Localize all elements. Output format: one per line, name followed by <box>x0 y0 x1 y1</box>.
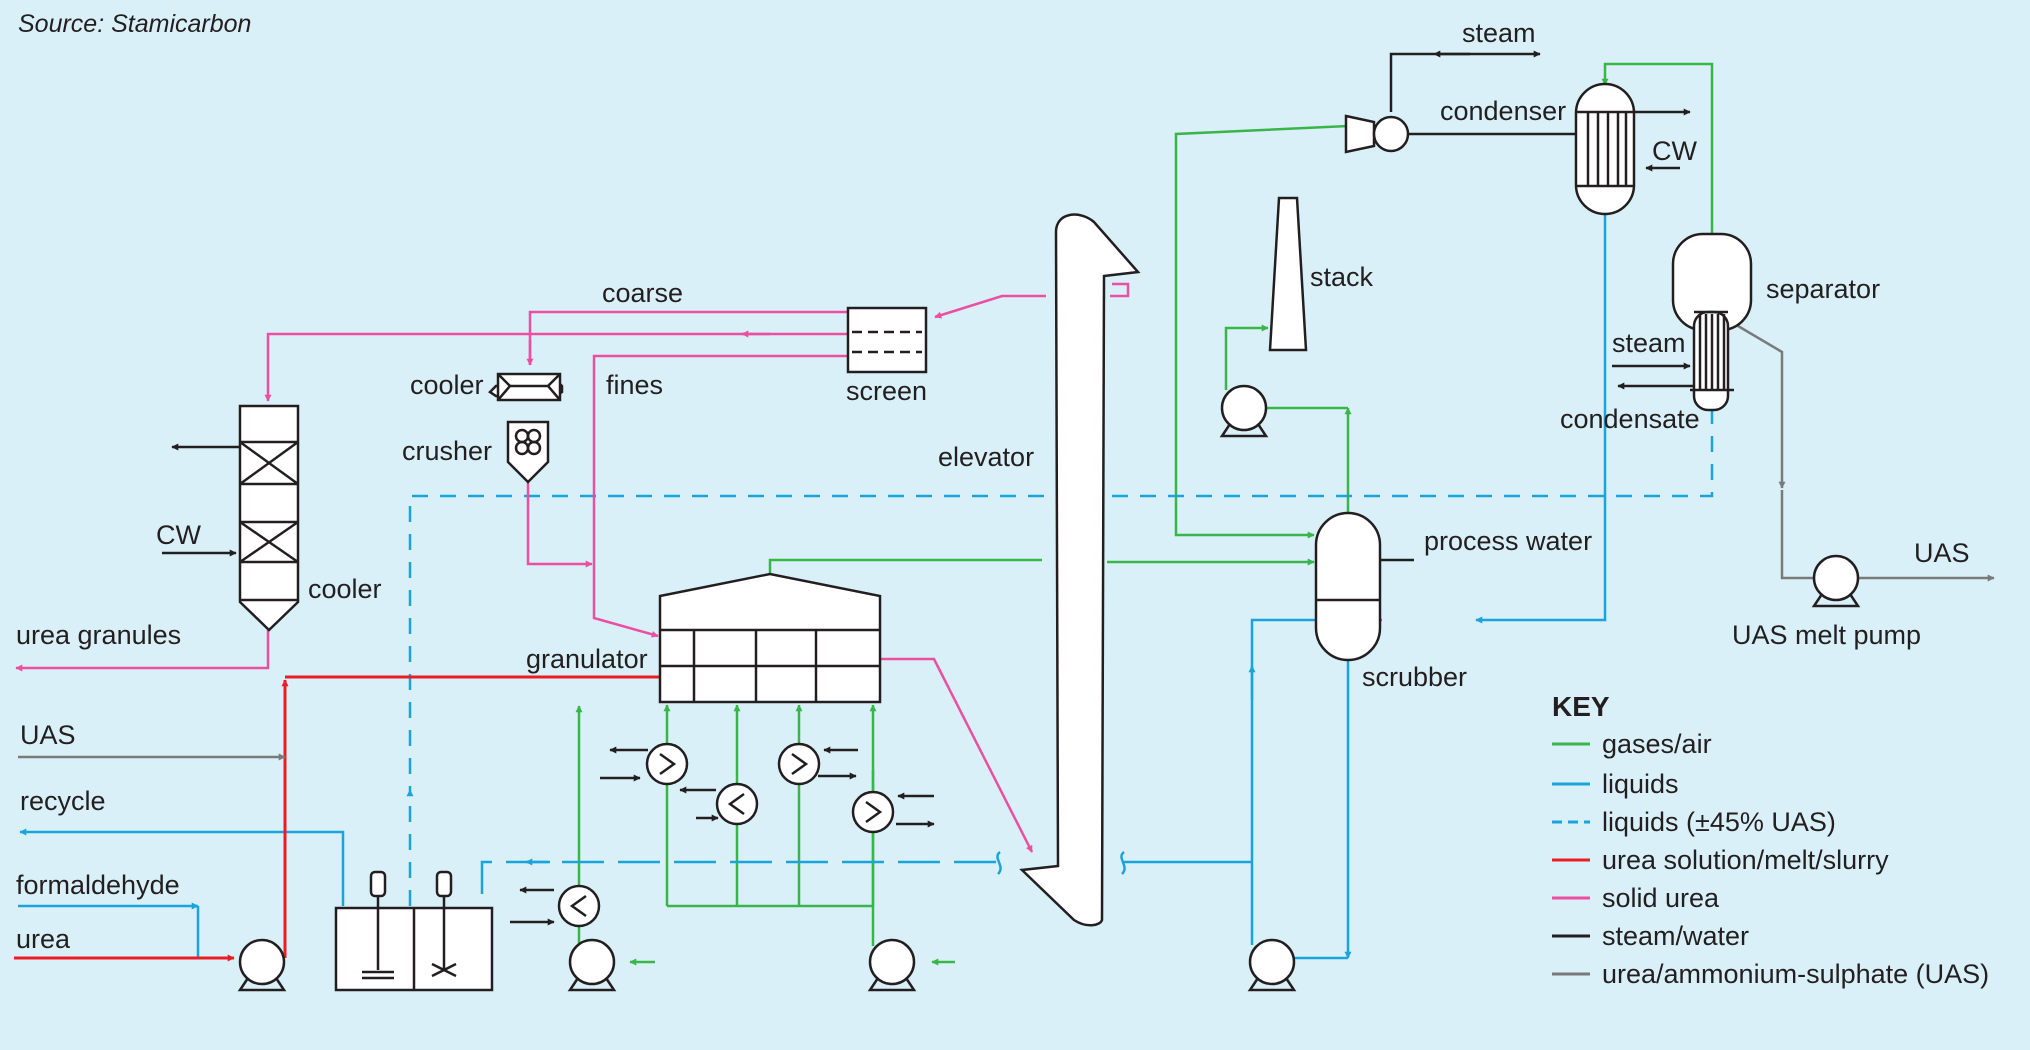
source-note: Source: Stamicarbon <box>18 10 251 38</box>
uas-separator-to-pump <box>1737 324 1786 489</box>
legend-item: steam/water <box>1552 921 1749 951</box>
label-coarse: coarse <box>602 278 683 308</box>
scrubber-vessel <box>1314 511 1382 662</box>
recycle-line <box>19 828 345 906</box>
gas-line-granulator-to-scrubber <box>768 558 1042 574</box>
label-condenser: condenser <box>1440 96 1566 126</box>
legend-item: gases/air <box>1552 729 1712 759</box>
pump-urea <box>237 938 287 992</box>
label-uas-melt-pump: UAS melt pump <box>1732 620 1921 650</box>
legend-item: solid urea <box>1552 883 1720 913</box>
legend: KEY gases/air liquids liquids (±45% UAS)… <box>1552 691 1989 989</box>
heat-exchanger-5 <box>557 884 601 928</box>
stack-fan <box>1219 384 1269 438</box>
elevator-return-stub <box>1110 282 1130 298</box>
elevator-liquid-seal-right <box>1120 851 1126 875</box>
heat-exchanger-4 <box>851 790 895 834</box>
stack <box>1268 196 1308 352</box>
label-fines: fines <box>606 370 663 400</box>
uas-pump-line <box>1780 490 1814 580</box>
legend-label: solid urea <box>1602 883 1720 913</box>
liquid-main-header <box>480 860 996 920</box>
elevator-liquid-seal-left <box>996 851 1002 875</box>
pump-air-1 <box>567 938 617 992</box>
label-stack: stack <box>1310 262 1374 292</box>
gas-line-fan-to-stack <box>1224 324 1269 390</box>
air-header <box>665 770 875 908</box>
label-granulator: granulator <box>526 644 648 674</box>
liquid-condenser-to-scrubber <box>1475 210 1607 624</box>
legend-title: KEY <box>1552 691 1610 722</box>
uas-melt-pump-unit <box>1811 554 1861 608</box>
label-uas-right: UAS <box>1914 538 1970 568</box>
legend-item: liquids (±45% UAS) <box>1552 807 1836 837</box>
legend-label: steam/water <box>1602 921 1749 951</box>
equipment <box>237 82 1861 992</box>
gas-line-separator-vent <box>1601 62 1714 236</box>
pump-air-2 <box>867 938 917 992</box>
cooler-tower <box>238 404 300 632</box>
label-crusher: crusher <box>402 436 492 466</box>
condenser-vessel <box>1574 82 1636 216</box>
legend-item: urea solution/melt/slurry <box>1552 845 1889 875</box>
label-cooler-top: cooler <box>410 370 484 400</box>
label-cw-condenser: CW <box>1652 136 1697 166</box>
label-elevator: elevator <box>938 442 1034 472</box>
label-steam-separator: steam <box>1612 328 1686 358</box>
mixing-tank <box>334 870 494 992</box>
label-urea: urea <box>16 924 71 954</box>
bucket-elevator <box>1019 213 1141 927</box>
separator-vessel <box>1671 232 1753 412</box>
label-condensate: condensate <box>1560 404 1700 434</box>
label-scrubber: scrubber <box>1362 662 1467 692</box>
heat-exchanger-2 <box>715 782 759 826</box>
legend-item: liquids <box>1552 769 1679 799</box>
label-cooler-tower: cooler <box>308 574 382 604</box>
solid-product-line <box>264 332 848 402</box>
label-separator: separator <box>1766 274 1880 304</box>
solid-crusher-to-granulator <box>526 480 593 568</box>
legend-label: urea/ammonium-sulphate (UAS) <box>1602 959 1989 989</box>
label-steam-top: steam <box>1462 18 1536 48</box>
screen-unit <box>846 306 928 374</box>
solid-cooler-to-granules <box>15 630 270 672</box>
legend-item: urea/ammonium-sulphate (UAS) <box>1552 959 1989 989</box>
label-cw-cooler: CW <box>156 520 201 550</box>
legend-label: gases/air <box>1602 729 1712 759</box>
label-recycle: recycle <box>20 786 106 816</box>
cooler-disc-detail <box>497 373 561 401</box>
label-screen: screen <box>846 376 927 406</box>
gas-line-turbine-to-scrubber <box>1174 124 1349 539</box>
label-process-water: process water <box>1424 526 1592 556</box>
legend-label: liquids (±45% UAS) <box>1602 807 1836 837</box>
legend-label: liquids <box>1602 769 1679 799</box>
legend-label: urea solution/melt/slurry <box>1602 845 1889 875</box>
formaldehyde-branch <box>196 906 226 960</box>
heat-exchanger-3 <box>777 742 821 786</box>
label-uas-left: UAS <box>20 720 76 750</box>
solid-fines-line <box>592 354 848 638</box>
pump-liquid <box>1247 938 1297 992</box>
heat-exchanger-1 <box>645 742 689 786</box>
steam-turbine <box>1344 114 1410 154</box>
granulator-unit <box>658 572 882 704</box>
crusher-unit <box>506 420 550 484</box>
label-formaldehyde: formaldehyde <box>16 870 180 900</box>
labels: Source: Stamicarbon steam condenser CW s… <box>16 10 1970 954</box>
label-urea-granules: urea granules <box>16 620 181 650</box>
solid-elevator-to-screen <box>934 294 1046 319</box>
